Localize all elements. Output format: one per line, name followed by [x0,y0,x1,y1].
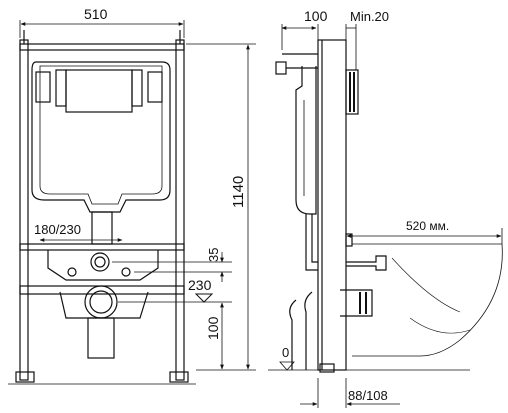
drain-bracket [59,291,149,319]
foot-left [15,371,35,383]
mounting-plate [47,250,159,281]
side-depth-label: 100 [304,8,328,24]
front-view [8,30,196,385]
drain-outlet-inner [89,290,113,314]
side-foot [319,363,335,373]
cap-right [147,71,163,103]
dim-230-label: 230 [188,277,212,293]
side-min-label: Min.20 [350,9,389,24]
cap-left [35,71,51,103]
dim-bowl-projection [346,228,503,244]
floor-zero-label: 0 [282,345,289,360]
dim-leaders [112,252,232,370]
frame-left-post [19,39,29,381]
height-label: 1140 [230,176,247,208]
dim-width [19,20,185,38]
stud-hole-right [121,267,131,277]
side-drain-socket [340,289,373,317]
dim-100-label: 100 [205,316,221,340]
frame-right-post [175,39,185,381]
flush-pipe [91,211,113,245]
frame-mid-rail [19,243,185,251]
water-inlet-inner [94,256,106,268]
cistern-outline [31,61,171,213]
drain-pipe [87,317,115,359]
side-flush-pipe [305,214,318,271]
cistern-inner [39,65,163,205]
side-cistern [295,66,317,215]
width-label: 510 [84,6,108,22]
water-inlet [90,252,110,272]
dim-bottom-depth [300,378,400,408]
frame-bottom-rail [19,285,185,295]
side-waste-pipe [289,299,297,370]
outlet-spacing-label: 180/230 [34,222,81,237]
plate-bracket-left [55,69,67,107]
frame-top-rail [19,43,185,51]
wall-bracket [275,61,287,75]
side-mid-bracket [345,233,353,247]
foot-right [169,371,189,383]
stud-hole-left [67,267,77,277]
bowl-profile [352,243,503,357]
dim-side-top [281,24,357,70]
plate-bracket-right [131,69,143,107]
bowl-projection-label: 520 мм. [406,219,449,233]
flush-actuator [345,69,359,115]
dim-35-label: 35 [206,248,221,262]
level-marker-230 [194,293,214,303]
side-inlet [346,255,387,271]
dim-height [186,43,256,371]
flush-plate-opening [65,69,133,113]
bottom-depth-label: 88/108 [348,388,388,403]
side-view [275,39,503,373]
floor-line [268,361,470,371]
